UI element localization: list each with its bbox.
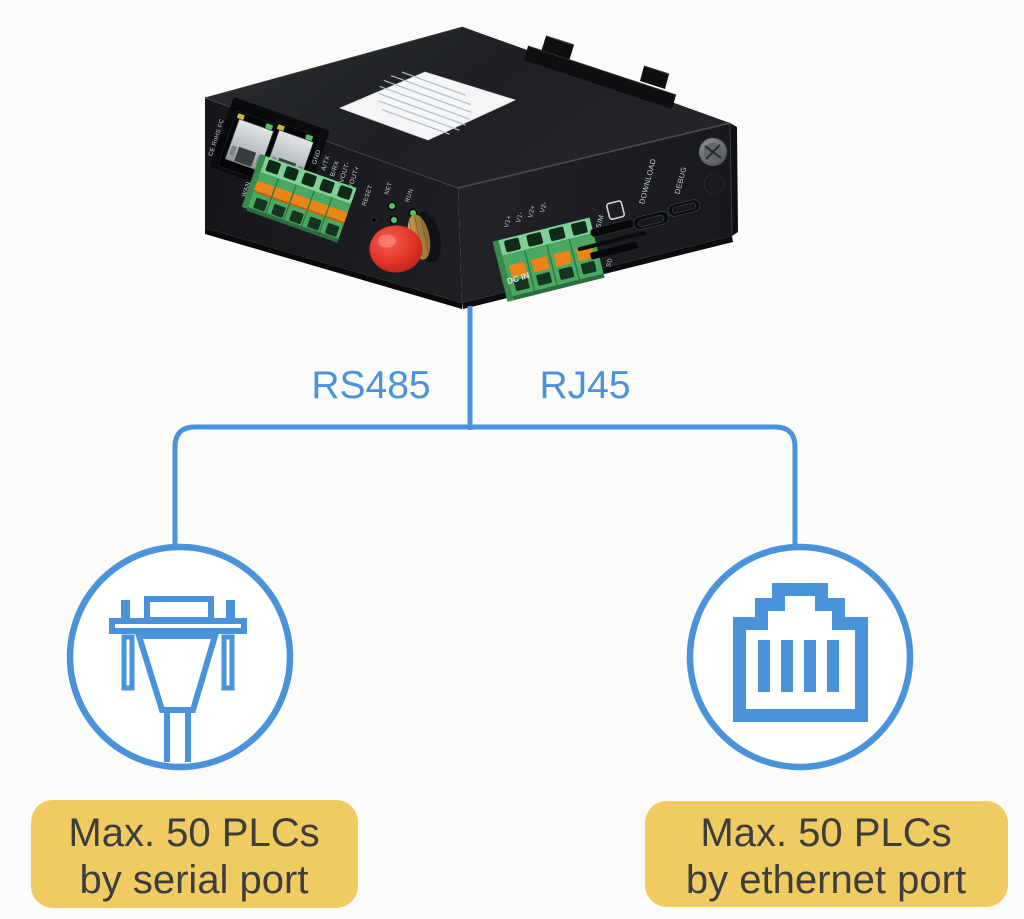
sim-label: SIM <box>595 214 605 229</box>
ethernet-port-icon <box>733 583 868 722</box>
panel-ring <box>703 173 725 195</box>
ethernet-node <box>686 543 914 771</box>
terminal-label-brx: B/RX <box>329 160 341 178</box>
ethernet-caption-line1: Max. 50 PLCs <box>700 811 951 855</box>
serial-caption-box: Max. 50 PLCs by serial port <box>31 800 358 908</box>
gateway-device: CE RoHS FC WAN GND A/T <box>204 26 738 309</box>
ethernet-caption-line2: by ethernet port <box>686 858 966 902</box>
rj45-branch-label: RJ45 <box>539 364 630 407</box>
terminal-label-atx: A/TX <box>320 154 332 171</box>
port1-led-green <box>265 123 273 130</box>
sim-tray-line <box>577 231 646 252</box>
panel-screw <box>698 137 728 167</box>
connection-tree <box>172 306 798 545</box>
serial-node-circle <box>66 543 294 771</box>
serial-caption-line2: by serial port <box>80 858 309 902</box>
debug-port <box>667 199 701 217</box>
device-bottom-edge-left <box>205 228 462 309</box>
serial-connector-icon <box>109 596 247 762</box>
port2-led-amber <box>276 124 285 131</box>
antenna-connector <box>369 211 441 273</box>
port2-led-green <box>305 134 313 141</box>
device-info-label <box>338 71 517 141</box>
port1-led-amber <box>236 113 245 120</box>
power-label-v2m: V2- <box>539 201 549 213</box>
tree-bracket-line <box>172 424 798 545</box>
power-label-v1m: V1- <box>515 211 525 223</box>
net-label: NET <box>384 182 394 196</box>
antenna-cap <box>369 225 423 273</box>
ethernet-caption-box: Max. 50 PLCs by ethernet port <box>645 801 1008 907</box>
rs485-branch-label: RS485 <box>311 364 430 407</box>
power-label-v2p: V2+ <box>527 204 537 218</box>
wan-label: WAN <box>241 181 253 198</box>
reset-hole <box>370 216 378 224</box>
power-label-v1p: V1+ <box>503 214 513 228</box>
sd-label: SD <box>606 257 614 268</box>
sim-card-icon <box>606 200 625 220</box>
serial-caption-line1: Max. 50 PLCs <box>68 811 319 855</box>
serial-terminal-block <box>241 154 357 243</box>
terminal-label-gnd: GND <box>311 149 322 166</box>
serial-node <box>66 543 294 771</box>
run-label: RUN <box>405 188 415 203</box>
din-rail-clip <box>524 35 677 109</box>
download-port <box>633 210 670 231</box>
sd-slot <box>590 241 638 260</box>
power-pin-labels: V1+ V1- V2+ V2- <box>503 201 549 228</box>
